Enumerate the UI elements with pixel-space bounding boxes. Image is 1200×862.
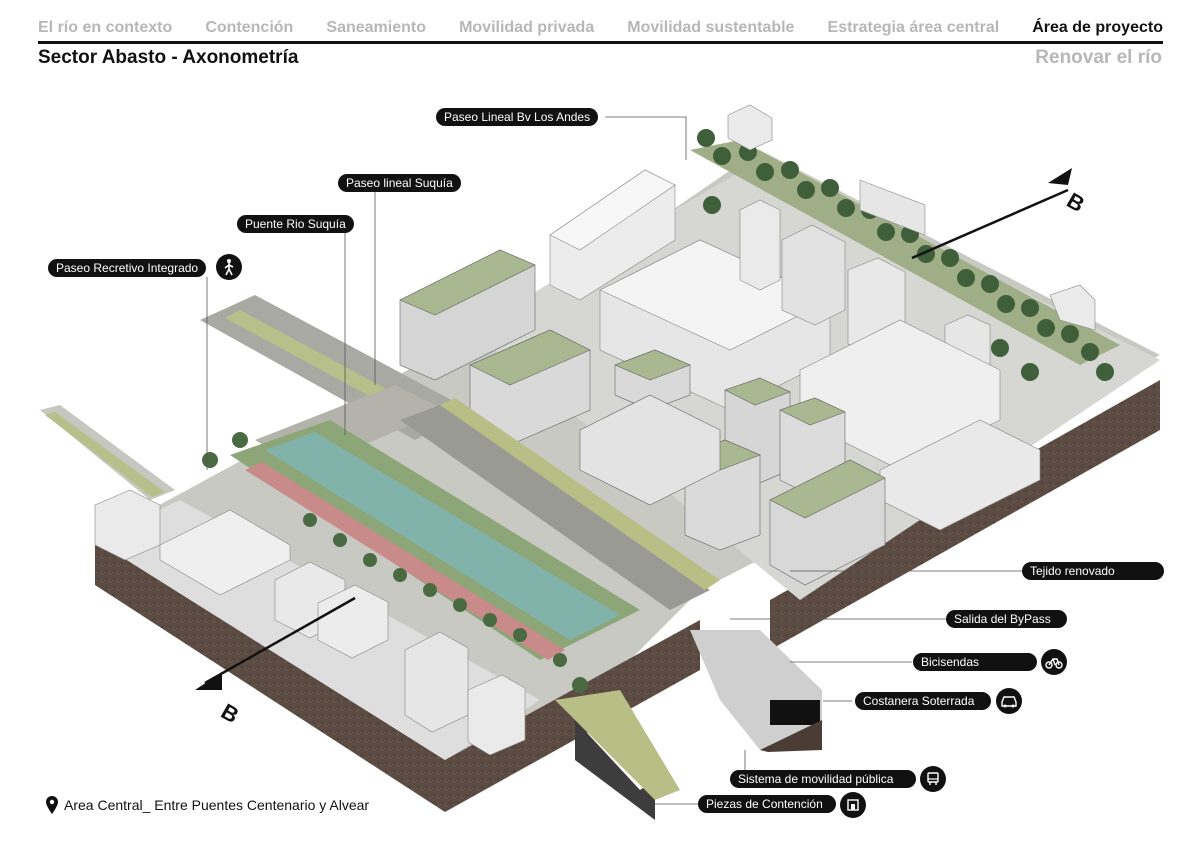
nav-item-movilidad-privada[interactable]: Movilidad privada (459, 19, 595, 36)
location-pin-icon (46, 796, 58, 814)
boulevard-trees (697, 129, 1114, 381)
lower-left-buildings (94, 489, 526, 756)
left-walkway-green (45, 412, 165, 497)
section-arrow-top (1048, 168, 1072, 185)
section-marker-top: B (1063, 188, 1089, 218)
page-title: Sector Abasto - Axonometría (38, 47, 299, 68)
label-tejido: Tejido renovado (1022, 562, 1164, 580)
bicycle-icon (1041, 649, 1067, 675)
label-costanera: Costanera Soterrada (855, 692, 991, 710)
leader-lines (206, 116, 1022, 805)
nav-item-saneamiento[interactable]: Saneamiento (326, 19, 426, 36)
label-salida-bypass: Salida del ByPass (946, 610, 1067, 628)
footer-location: Area Central_ Entre Puentes Centenario y… (46, 796, 369, 814)
containment-tunnel-top (555, 690, 680, 800)
section-arrow-bottom (195, 672, 222, 690)
tunnel-opening (770, 700, 820, 725)
bus-icon (920, 766, 946, 792)
section-line-bottom (204, 596, 356, 685)
nav-item-movilidad-sustentable[interactable]: Movilidad sustentable (627, 19, 795, 36)
containment-icon (840, 792, 866, 818)
nav-item-area-proyecto[interactable]: Área de proyecto (1032, 19, 1163, 36)
river-trees (202, 432, 588, 693)
green-roof-buildings (399, 249, 886, 586)
car-icon (996, 688, 1022, 714)
soil-face-left (95, 540, 445, 812)
label-puente-rio: Puente Rio Suquía (237, 215, 354, 233)
label-paseo-lineal-andes: Paseo Lineal Bv Los Andes (436, 108, 599, 126)
nav-item-estrategia[interactable]: Estrategia área central (827, 19, 1000, 36)
label-piezas: Piezas de Contención (698, 795, 836, 813)
label-sistema-movilidad: Sistema de movilidad pública (730, 770, 916, 788)
river-water (265, 432, 620, 640)
footer-location-text: Area Central_ Entre Puentes Centenario y… (64, 797, 370, 813)
containment-tunnel-front (575, 720, 655, 820)
section-marker-bottom: B (217, 699, 243, 729)
label-bicisendas: Bicisendas (913, 653, 1037, 671)
pedestrian-icon (216, 254, 242, 280)
nav-item-rio-contexto[interactable]: El río en contexto (38, 19, 173, 36)
label-paseo-recreativo: Paseo Recretivo Integrado (48, 259, 207, 277)
page-subtitle: Renovar el río (1035, 47, 1162, 68)
linear-park (440, 398, 720, 590)
top-nav: El río en contexto Contención Saneamient… (38, 14, 1163, 42)
label-paseo-lineal-suquia: Paseo lineal Suquía (338, 174, 461, 192)
tunnel-soil (760, 720, 822, 752)
section-line-top (911, 188, 1069, 260)
rail-corridor (400, 405, 710, 610)
bike-path (245, 462, 565, 660)
header-divider (38, 41, 1163, 44)
nav-item-contencion[interactable]: Contención (205, 19, 294, 36)
